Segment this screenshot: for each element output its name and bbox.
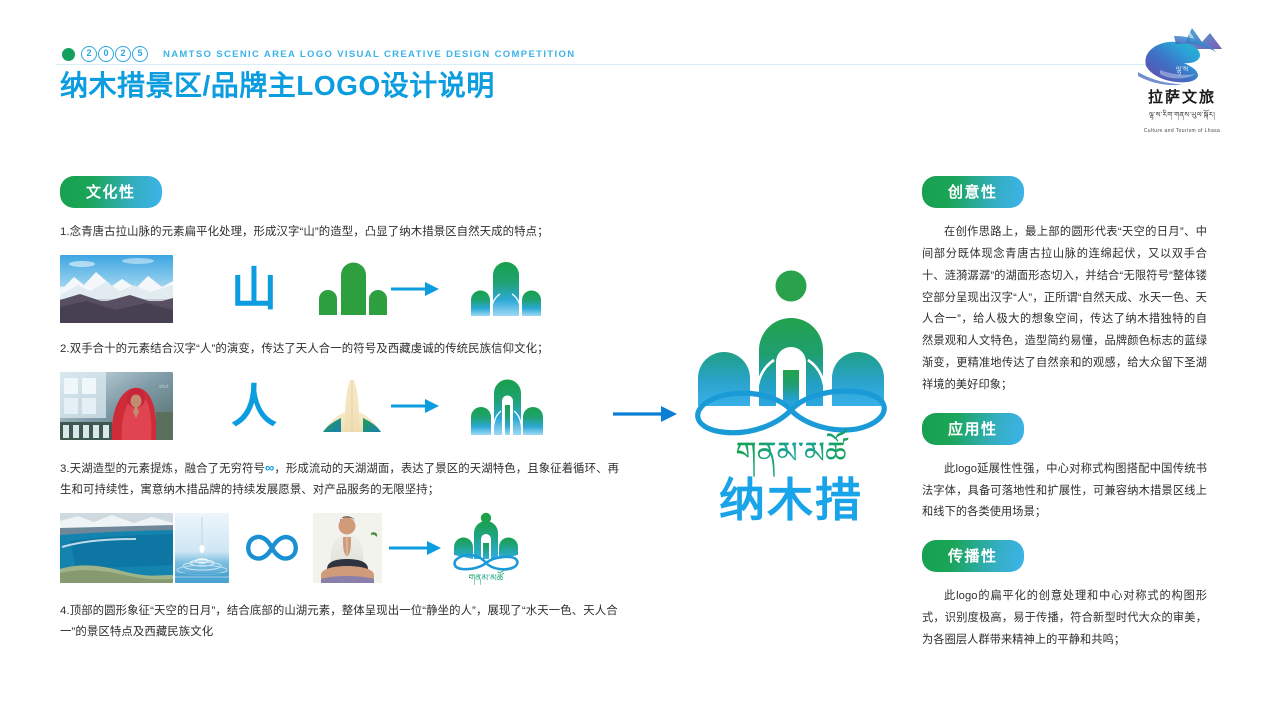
shape-praying-hands [323, 380, 381, 433]
org-name-tibetan: ལྷ་ས་རིག་གནས་ཡུལ་སྐོར། [1148, 112, 1216, 119]
main-brand-logo: གནམ་མཚོ 纳木措 [676, 258, 906, 526]
logo-chinese-text: 纳木措 [719, 475, 863, 526]
photo-snow-mountain [60, 255, 173, 324]
org-name-en: Culture and Tourism of Lhasa [1143, 128, 1221, 134]
lhasa-culture-tourism-mark: ལྷ་ས [1138, 28, 1222, 86]
arrow-row-2 [387, 398, 443, 414]
year-digit-0: 2 [81, 46, 97, 62]
section-applicability: 应用性 此logo延展性性强，中心对称式构图搭配中国传统书法字体，具备可落地性和… [922, 412, 1207, 525]
evolution-row-lake: གནམ་མཚོ [60, 511, 620, 585]
kicker-english-subtitle: NAMTSO SCENIC AREA LOGO VISUAL CREATIVE … [163, 48, 576, 60]
logo-sun-moon-circle [775, 270, 807, 302]
header-divider [56, 64, 1156, 65]
badge-creativity-wrap: 创意性 [922, 176, 1207, 208]
infinity-symbol-icon [246, 535, 298, 562]
badge-applicability: 应用性 [922, 412, 1024, 445]
org-name-cn: 拉萨文旅 [1147, 90, 1216, 106]
applicability-text: 此logo延展性性强，中心对称式构图搭配中国传统书法字体，具备可落地性和扩展性，… [922, 462, 1207, 519]
arrow-to-final-logo [613, 405, 677, 428]
badge-cultural-wrap: 文化性 [60, 176, 620, 208]
page-header: 2 0 2 5 NAMTSO SCENIC AREA LOGO VISUAL C… [0, 0, 1280, 138]
evolution-row-mountain: 山 [60, 253, 620, 325]
section-creativity: 创意性 在创作思路上，最上部的圆形代表“天空的日月”、中间部分既体现念青唐古拉山… [922, 176, 1207, 397]
evolution-row-person: shut 人 [60, 370, 620, 442]
year-badge: 2 0 2 5 [81, 46, 148, 62]
badge-cultural: 文化性 [60, 176, 162, 208]
left-paragraph-4: 4.顶部的圆形象征“天空的日月”，结合底部的山湖元素，整体呈现出一位“静坐的人”… [60, 605, 618, 639]
photo-tibetan-pilgrim: shut [60, 372, 173, 441]
left-column: 文化性 1.念青唐古拉山脉的元素扁平化处理，形成汉字“山”的造型，凸显了纳木措景… [60, 176, 620, 644]
svg-text:གནམ་མཚོ: གནམ་མཚོ [468, 569, 504, 585]
arrow-row-1 [387, 281, 443, 297]
creativity-text: 在创作思路上，最上部的圆形代表“天空的日月”、中间部分既体现念青唐古拉山脉的连绵… [922, 226, 1207, 391]
arrow-row-3 [382, 540, 448, 556]
right-column: 创意性 在创作思路上，最上部的圆形代表“天空的日月”、中间部分既体现念青唐古拉山… [922, 176, 1207, 652]
header-kicker: 2 0 2 5 NAMTSO SCENIC AREA LOGO VISUAL C… [62, 46, 575, 62]
glyph-person-character: 人 [231, 380, 277, 433]
photo-seated-meditation [313, 513, 382, 584]
badge-communication: 传播性 [922, 540, 1024, 573]
badge-creativity: 创意性 [922, 176, 1024, 208]
badge-communication-wrap: 传播性 [922, 540, 1207, 573]
svg-text:shut: shut [159, 384, 169, 390]
logo-tibetan-text: གནམ་མཚོ [736, 428, 850, 478]
infinity-symbol-inline: ∞ [265, 460, 275, 476]
glyph-mountain-character: 山 [231, 263, 277, 316]
result-final-logo-small: གནམ་མཚོ [453, 513, 519, 585]
left-paragraph-3: 3.天湖造型的元素提炼，融合了无穷符号∞，形成流动的天湖湖面，表达了景区的天湖特… [60, 456, 620, 501]
svg-text:ལྷ་ས: ལྷ་ས [1176, 65, 1189, 76]
year-digit-1: 0 [98, 46, 114, 62]
shape-flat-mountain-green [319, 262, 387, 316]
badge-applicability-wrap: 应用性 [922, 412, 1207, 445]
organization-logo: ལྷ་ས 拉萨文旅 ལྷ་ས་རིག་གནས་ཡུལ་སྐོར། Culture… [1126, 22, 1238, 134]
left-paragraph-3-part-a: 3.天湖造型的元素提炼，融合了无穷符号 [60, 463, 266, 476]
year-digit-2: 2 [115, 46, 131, 62]
section-communication: 传播性 此logo的扁平化的创意处理和中心对称式的构图形式，识别度极高，易于传播… [922, 540, 1207, 652]
logo-infinity-lake [695, 388, 887, 436]
result-gradient-mountain-logo [471, 262, 541, 317]
communication-text: 此logo的扁平化的创意处理和中心对称式的构图形式，识别度极高，易于传播，符合新… [922, 590, 1207, 646]
left-paragraph-1: 1.念青唐古拉山脉的元素扁平化处理，形成汉字“山”的造型，凸显了纳木措景区自然天… [60, 226, 549, 238]
photo-namtso-lake [60, 513, 173, 584]
result-person-mountain-logo [471, 379, 543, 436]
left-paragraph-3-part-b: ，形成流动的天湖湖面，表达了景区的天湖特色，且象征着循环、再生和可持续性，寓意纳… [60, 463, 620, 497]
green-dot-icon [62, 47, 75, 61]
photo-water-drop [175, 513, 229, 584]
year-digit-3: 5 [132, 46, 148, 62]
left-paragraph-2: 2.双手合十的元素结合汉字“人”的演变，传达了天人合一的符号及西藏虔诚的传统民族… [60, 343, 549, 356]
page-title: 纳木措景区/品牌主LOGO设计说明 [60, 70, 495, 101]
